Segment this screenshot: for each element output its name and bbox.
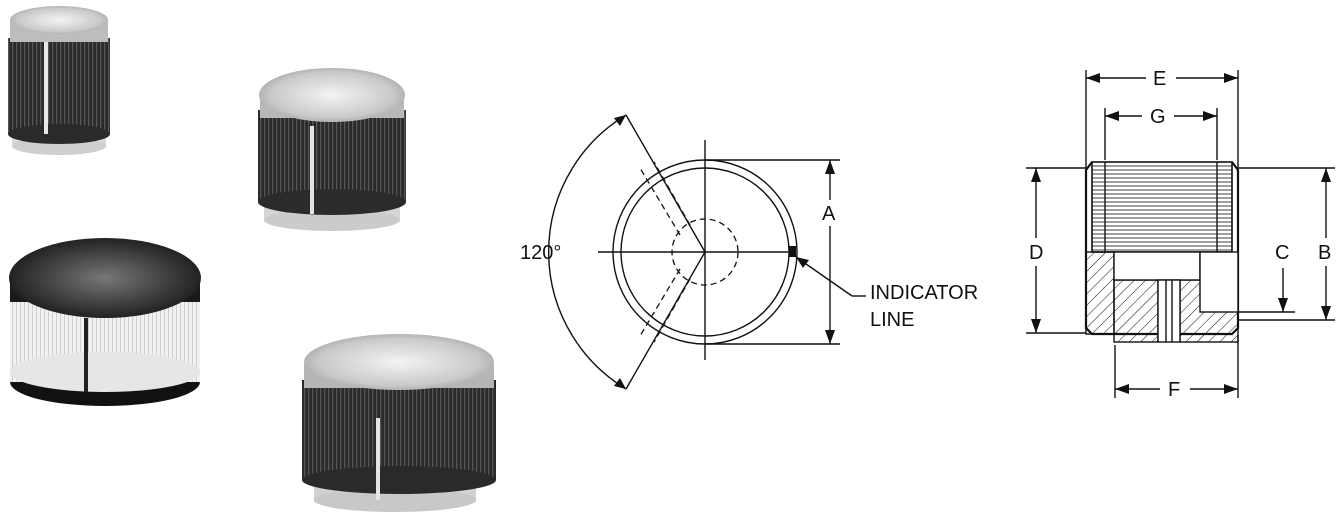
dimension-e-label: E <box>1153 68 1166 90</box>
angle-label: 120° <box>520 242 561 264</box>
knob-photo-medium-bottom <box>302 334 496 512</box>
dimension-d-label: D <box>1029 242 1043 264</box>
knob-photo-large-white <box>9 238 201 406</box>
dimension-b-label: B <box>1318 242 1331 264</box>
indicator-label-line2: LINE <box>870 309 914 331</box>
section-view-drawing: E G D C B F <box>1026 68 1335 401</box>
dimension-c-label: C <box>1275 242 1289 264</box>
indicator-mark <box>789 246 796 257</box>
angle-arc <box>547 114 627 390</box>
knob-photo-small <box>8 6 110 155</box>
dimension-g-label: G <box>1150 106 1166 128</box>
knurled-top <box>1091 161 1233 253</box>
top-view-drawing: 120° A INDICATOR LINE <box>520 114 978 390</box>
dimension-a-label: A <box>822 203 836 225</box>
dimension-f-label: F <box>1168 379 1180 401</box>
knob-photo-medium-top <box>258 68 406 231</box>
indicator-label-line1: INDICATOR <box>870 282 978 304</box>
